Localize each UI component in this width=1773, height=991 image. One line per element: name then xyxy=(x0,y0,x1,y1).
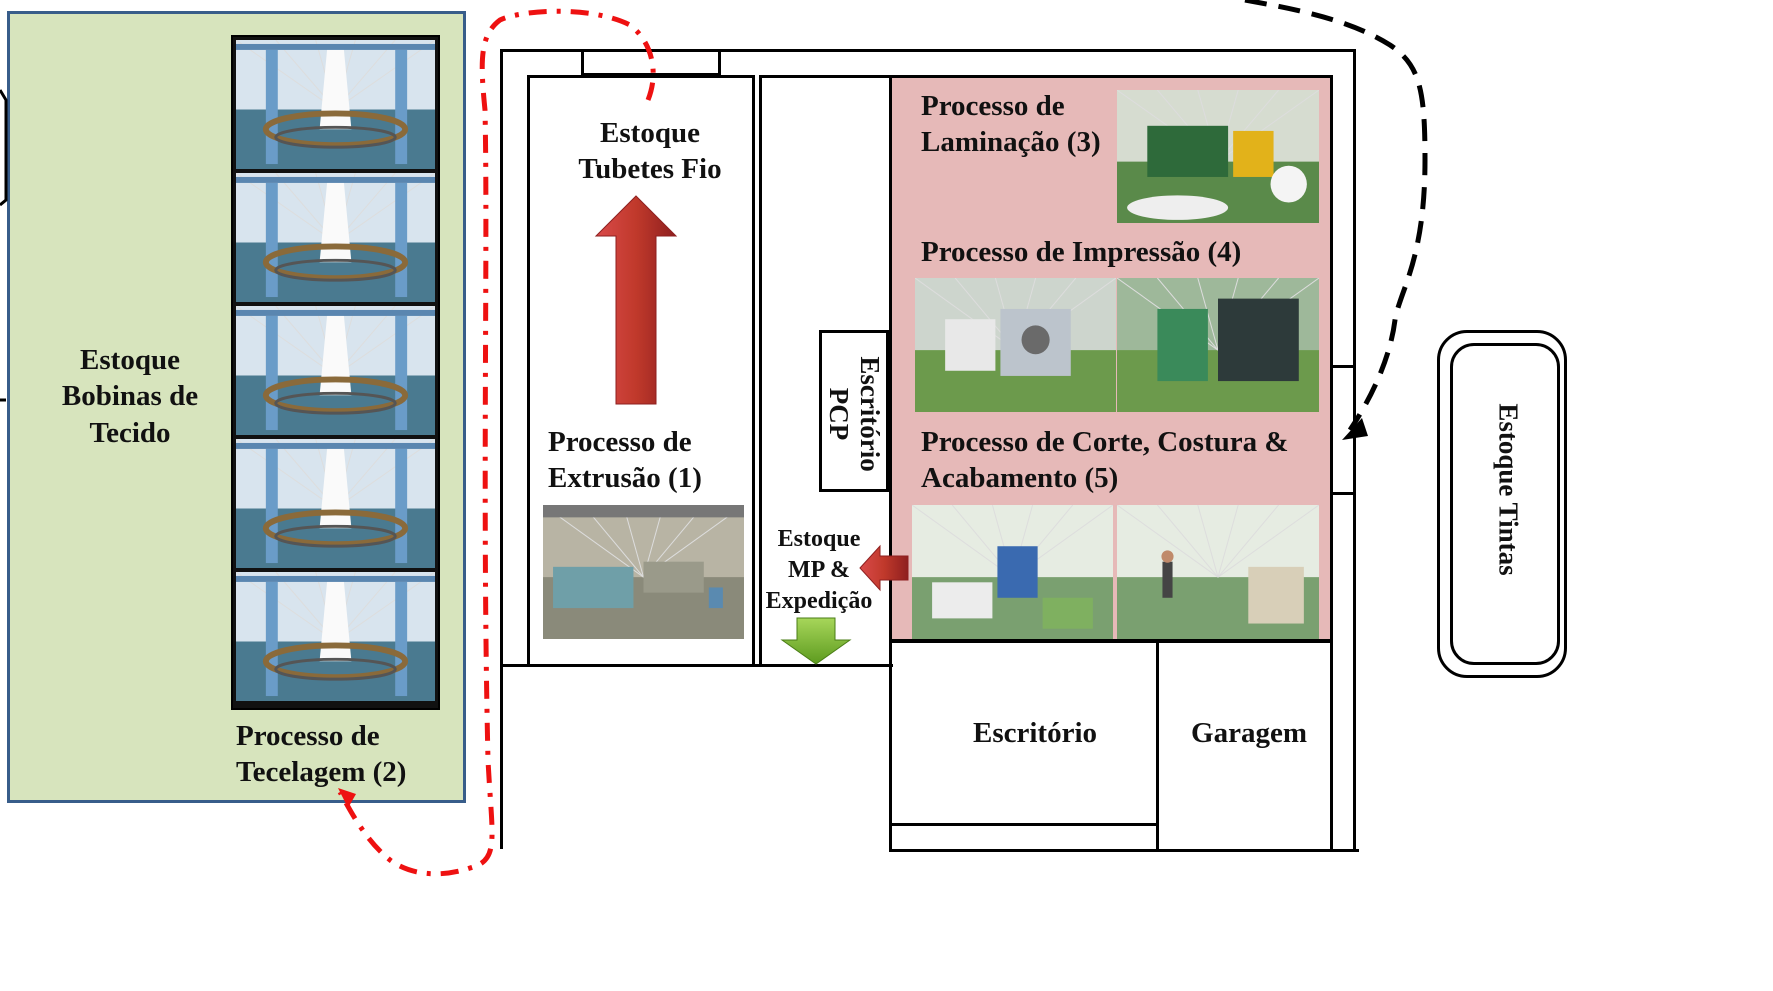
printing-photo-2-image xyxy=(1117,278,1319,412)
top-door xyxy=(581,49,721,76)
lamination-photo xyxy=(1117,90,1319,223)
estoque-tintas-inner: Estoque Tintas xyxy=(1450,343,1560,665)
printing-photo-1 xyxy=(915,278,1116,412)
estoque-tintas-text: Estoque Tintas xyxy=(1493,403,1524,576)
estoque-mp-line2: MP & xyxy=(788,557,850,584)
cutting-photo-2-image xyxy=(1117,505,1319,639)
escritorio-pcp-label: Escritório PCP xyxy=(823,334,885,494)
loom-photo-3-image xyxy=(236,306,435,435)
cutting-photo-2 xyxy=(1117,505,1319,639)
escritorio-pcp-line2: PCP xyxy=(824,387,854,441)
escritorio-pcp-box: Escritório PCP xyxy=(819,330,889,492)
loom-photo-2-image xyxy=(236,173,435,302)
estoque-bobinas-text: Estoque Bobinas de Tecido xyxy=(61,344,199,449)
tecelagem-photo-strip xyxy=(231,35,440,710)
loom-photo-4-image xyxy=(236,439,435,568)
garagem-text: Garagem xyxy=(1191,717,1307,749)
building-bottom-left xyxy=(500,664,893,667)
escritorio-room-strip xyxy=(889,823,1159,826)
processo-extrusao-label: Processo de Extrusão (1) xyxy=(548,424,748,497)
escritorio-text: Escritório xyxy=(972,717,1097,749)
processo-laminacao-label: Processo de Laminação (3) xyxy=(921,88,1121,161)
lamination-photo-image xyxy=(1117,90,1319,223)
loom-photo-4 xyxy=(236,439,435,568)
loom-photo-1-image xyxy=(236,40,435,169)
processo-corte-label: Processo de Corte, Costura & Acabamento … xyxy=(921,424,1301,497)
loom-photo-5-image xyxy=(236,572,435,701)
processo-impressao-text: Processo de Impressão (4) xyxy=(921,236,1242,268)
right-wall-door xyxy=(1331,365,1356,495)
estoque-bobinas-label: Estoque Bobinas de Tecido xyxy=(40,342,220,451)
cutting-photo-1-image xyxy=(912,505,1113,639)
escritorio-label: Escritório xyxy=(935,715,1135,751)
processo-impressao-label: Processo de Impressão (4) xyxy=(921,234,1321,270)
escritorio-pcp-line1: Escritório xyxy=(855,356,886,472)
left-edge-line-1 xyxy=(0,89,8,207)
printing-photo-2 xyxy=(1117,278,1319,412)
estoque-tubetes-label: Estoque Tubetes Fio xyxy=(560,115,740,188)
processo-tecelagem-label: Processo de Tecelagem (2) xyxy=(236,718,456,791)
estoque-tintas-label: Estoque Tintas xyxy=(1492,400,1524,580)
estoque-tintas-outer xyxy=(1437,330,1567,678)
loom-photo-2 xyxy=(236,173,435,302)
printing-photo-1-image xyxy=(915,278,1116,412)
loom-photo-1 xyxy=(236,40,435,169)
loom-photo-3 xyxy=(236,306,435,435)
estoque-mp-line1: Estoque xyxy=(777,526,861,552)
cutting-photo-1 xyxy=(912,505,1113,639)
extrusion-photo-image xyxy=(543,505,744,639)
building-bottom-right xyxy=(889,849,1359,852)
processo-extrusao-text: Processo de Extrusão (1) xyxy=(548,426,702,495)
loom-photo-5 xyxy=(236,572,435,701)
extrusion-photo xyxy=(543,505,744,639)
estoque-mp-line3: Expedição xyxy=(765,588,873,615)
garagem-label: Garagem xyxy=(1159,715,1339,751)
processo-laminacao-text: Processo de Laminação (3) xyxy=(921,90,1101,159)
estoque-tubetes-text: Estoque Tubetes Fio xyxy=(578,117,722,186)
estoque-mp-label: Estoque MP & Expedição xyxy=(760,524,878,618)
processo-corte-text: Processo de Corte, Costura & Acabamento … xyxy=(921,426,1289,495)
processo-tecelagem-text: Processo de Tecelagem (2) xyxy=(236,720,407,789)
